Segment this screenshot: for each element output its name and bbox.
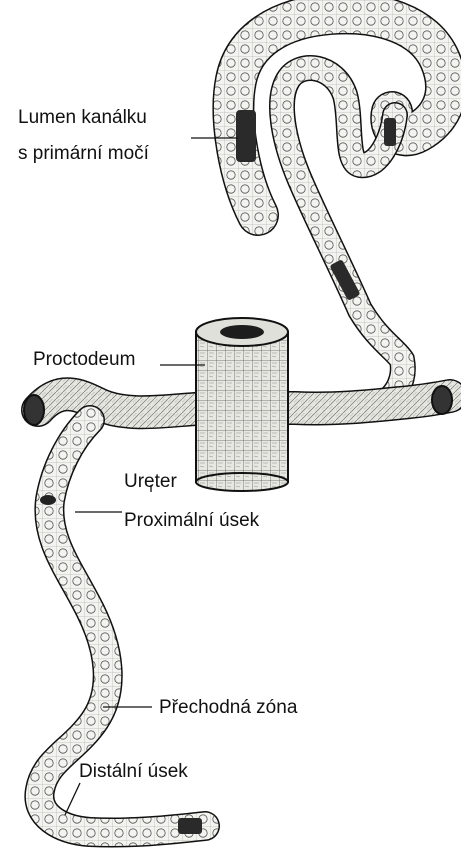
proctodeum-cylinder <box>196 318 288 491</box>
lumen-cutaway-small <box>384 118 396 146</box>
label-proctodeum: Proctodeum <box>33 348 135 372</box>
label-ureter: Ureter <box>124 470 177 494</box>
label-distal: Distální úsek <box>79 760 188 784</box>
label-transition: Přechodná zóna <box>159 696 297 720</box>
label-proximal: Proximální úsek <box>124 509 259 533</box>
label-lumen-line2: s primární močí <box>18 142 149 166</box>
lumen-cutaway <box>236 110 256 162</box>
label-lumen-line1: Lumen kanálku <box>18 106 147 130</box>
